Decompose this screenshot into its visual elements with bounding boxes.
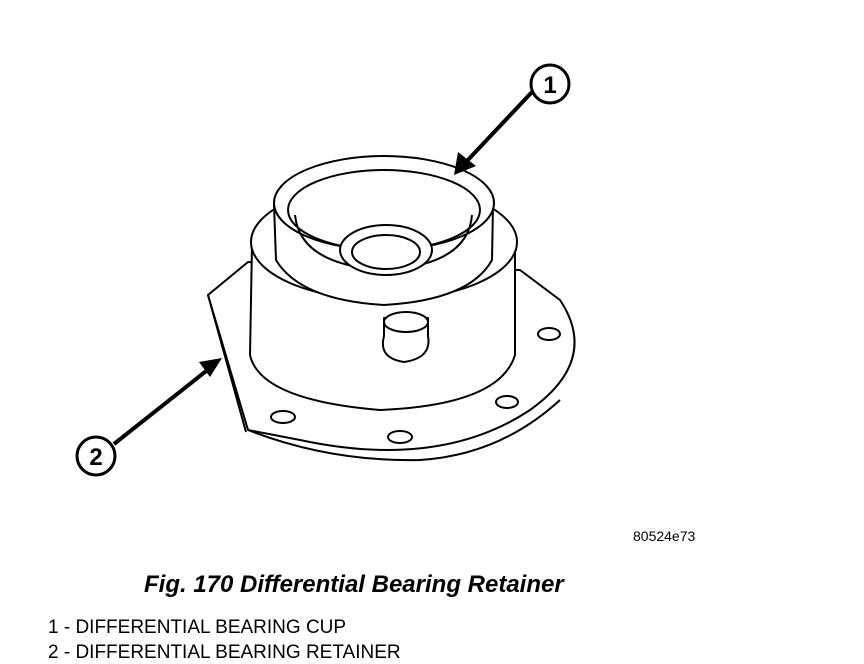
image-code: 80524e73 xyxy=(633,528,696,544)
bolt-hole xyxy=(270,410,296,424)
retainer-notch-top xyxy=(383,311,429,333)
legend-item: 2 - DIFFERENTIAL BEARING RETAINER xyxy=(48,642,401,663)
legend-item: 1 - DIFFERENTIAL BEARING CUP xyxy=(48,617,347,638)
callout-1-arrow xyxy=(454,90,534,175)
callout-1-number: 1 xyxy=(543,72,556,99)
figure-caption: Fig. 170 Differential Bearing Retainer xyxy=(144,571,564,598)
center-bore-inner xyxy=(351,234,421,270)
callout-2-number: 2 xyxy=(89,444,102,471)
callout-2-arrow xyxy=(112,358,222,446)
callout-2: 2 xyxy=(75,435,117,477)
flange-edge xyxy=(207,294,561,462)
bolt-hole xyxy=(387,430,413,444)
bolt-hole xyxy=(537,327,561,341)
callout-1: 1 xyxy=(529,63,571,105)
bolt-hole xyxy=(495,395,519,409)
